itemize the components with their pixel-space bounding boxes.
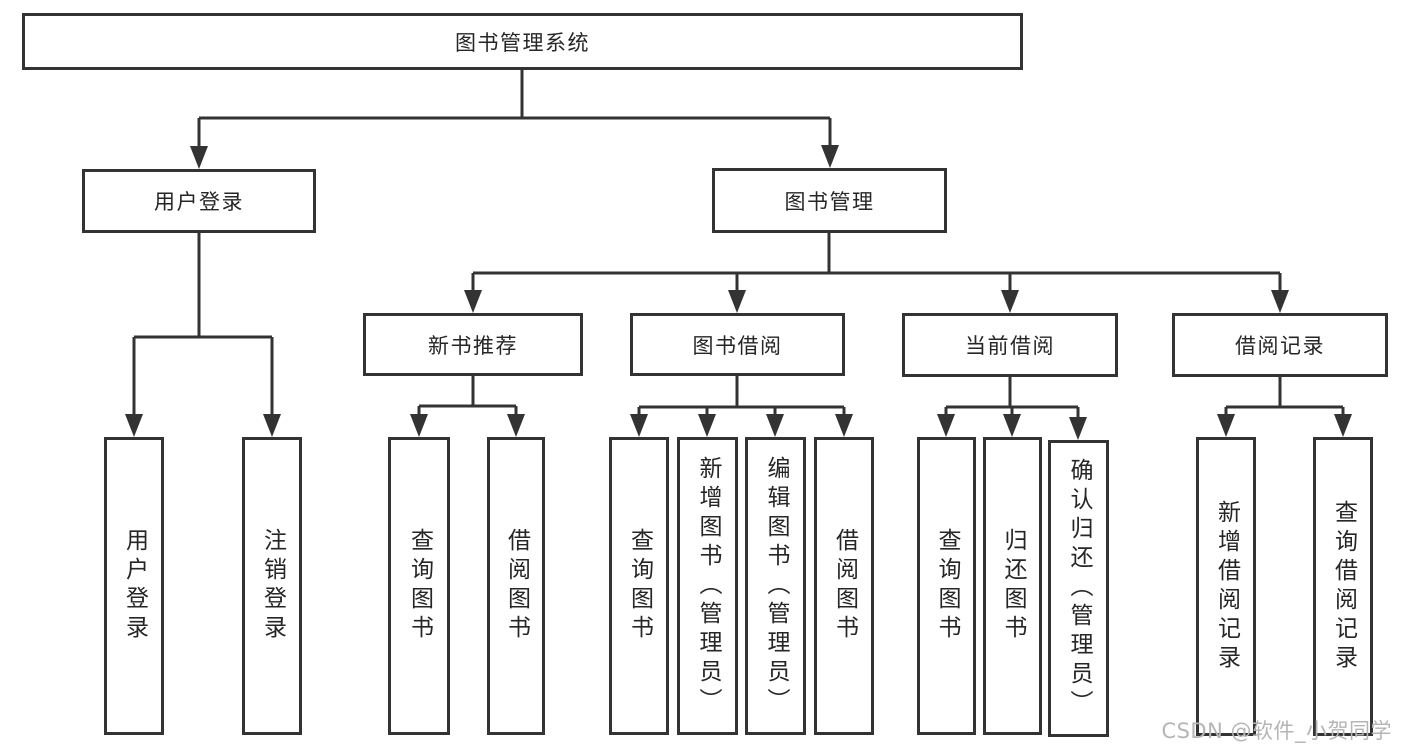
node-label: 图书管理 [784, 189, 875, 214]
node-current-borrow: 当前借阅 [902, 313, 1118, 377]
leaf-confirm-return-admin: 确认归还（管理员） [1048, 440, 1109, 737]
leaf-label: 编辑图书（管理员） [763, 455, 789, 717]
leaf-add-borrow-record: 新增借阅记录 [1196, 437, 1256, 736]
leaf-label: 归还图书 [1000, 528, 1026, 644]
leaf-logout: 注销登录 [242, 437, 302, 735]
leaf-label: 新增借阅记录 [1213, 499, 1240, 674]
node-label: 当前借阅 [965, 334, 1055, 358]
leaf-label: 查询借阅记录 [1330, 499, 1357, 674]
node-label: 新书推荐 [428, 333, 518, 358]
leaf-label: 用户登录 [121, 528, 148, 644]
leaf-label: 查询图书 [626, 528, 653, 644]
node-root: 图书管理系统 [22, 13, 1023, 70]
node-label: 用户登录 [154, 190, 244, 214]
node-new-book-recommend: 新书推荐 [363, 313, 583, 376]
leaf-query-book-recommend: 查询图书 [388, 437, 450, 735]
leaf-label: 注销登录 [259, 528, 286, 644]
leaf-return-book: 归还图书 [983, 437, 1042, 735]
node-user-login: 用户登录 [82, 169, 316, 233]
leaf-label: 借阅图书 [503, 528, 530, 644]
leaf-label: 查询图书 [934, 528, 960, 644]
leaf-edit-book-admin: 编辑图书（管理员） [745, 437, 806, 735]
node-book-management: 图书管理 [712, 168, 947, 233]
leaf-label: 确认归还（管理员） [1066, 458, 1092, 719]
node-root-label: 图书管理系统 [455, 30, 590, 55]
leaf-label: 查询图书 [406, 528, 433, 644]
leaf-label: 借阅图书 [831, 528, 858, 644]
leaf-user-login: 用户登录 [104, 437, 164, 735]
leaf-borrow-book: 借阅图书 [814, 437, 874, 735]
leaf-label: 新增图书（管理员） [695, 455, 721, 717]
leaf-query-book-current: 查询图书 [917, 437, 976, 735]
node-label: 借阅记录 [1235, 334, 1325, 358]
leaf-borrow-book-recommend: 借阅图书 [487, 437, 545, 735]
node-borrow-records: 借阅记录 [1172, 313, 1388, 377]
leaf-add-book-admin: 新增图书（管理员） [677, 437, 738, 735]
watermark: CSDN @软件_小贺同学 [1161, 719, 1392, 743]
node-label: 图书借阅 [692, 333, 783, 358]
node-book-borrow: 图书借阅 [630, 313, 845, 376]
leaf-query-book-borrow: 查询图书 [609, 437, 669, 735]
leaf-query-borrow-record: 查询借阅记录 [1313, 437, 1373, 736]
